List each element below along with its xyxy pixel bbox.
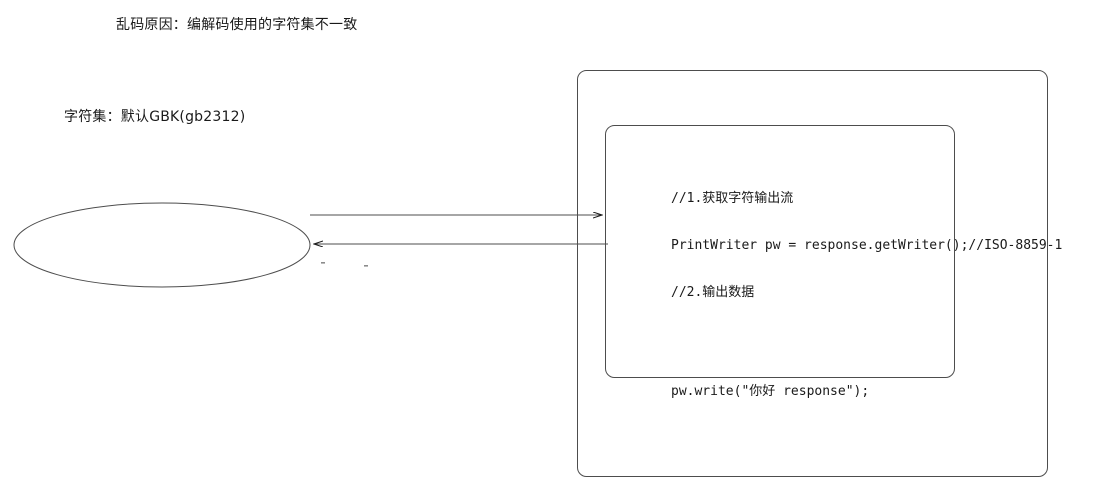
browser-ellipse: [13, 202, 311, 288]
servlet-code-box: [605, 125, 955, 378]
page-title: 乱码原因：编解码使用的字符集不一致: [116, 17, 358, 33]
charset-label: 字符集：默认GBK(gb2312): [64, 109, 246, 125]
code-line-printwriter: PrintWriter pw = response.getWriter();//…: [671, 237, 1063, 253]
code-line-blank: [671, 332, 1062, 353]
code-block: //1.获取字符输出流 PrintWriter pw = response.ge…: [671, 160, 1062, 431]
artifact-dot-left: [321, 262, 325, 264]
code-line-write: pw.write("你好 response");: [671, 383, 870, 399]
server-container-box: [577, 70, 1048, 477]
artifact-dot-right: [364, 265, 368, 267]
code-line-comment-1: //1.获取字符输出流: [671, 191, 794, 207]
code-line-comment-2: //2.输出数据: [671, 284, 755, 300]
